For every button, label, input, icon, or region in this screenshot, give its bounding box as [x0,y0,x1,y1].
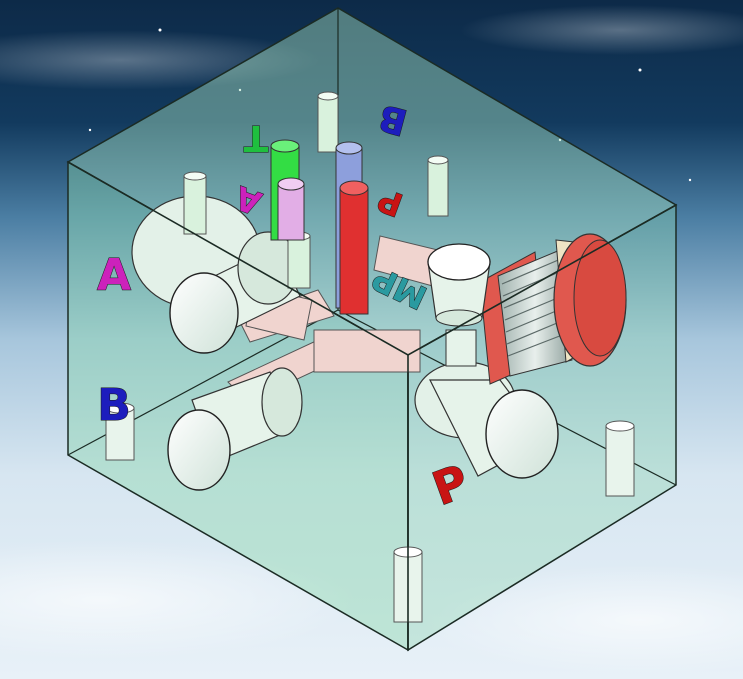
port-p-front-body [414,329,559,479]
pin-red-p [339,180,369,315]
port-b-left-body [167,367,303,491]
label-left-a: A [97,250,131,301]
pin-top-right [427,155,449,217]
port-mp-gauge [427,243,491,327]
port-a-left-body [131,195,301,354]
cartridge-plug-icon [479,233,627,385]
label-left-b: B [97,380,131,431]
label-top-t: T [243,117,268,158]
pin-violet-a [277,177,305,241]
pin-bottom-left [105,402,135,461]
pin-top-left [183,171,207,235]
label-front-p: P [425,454,475,516]
pin-top-center [317,91,339,153]
port-bore-icon [169,272,239,354]
pin-bottom-right [605,420,635,497]
colored-port-pins [270,139,369,315]
port-bore-icon [485,389,559,479]
port-bore-icon [167,409,231,491]
block-front-edges [67,161,677,650]
